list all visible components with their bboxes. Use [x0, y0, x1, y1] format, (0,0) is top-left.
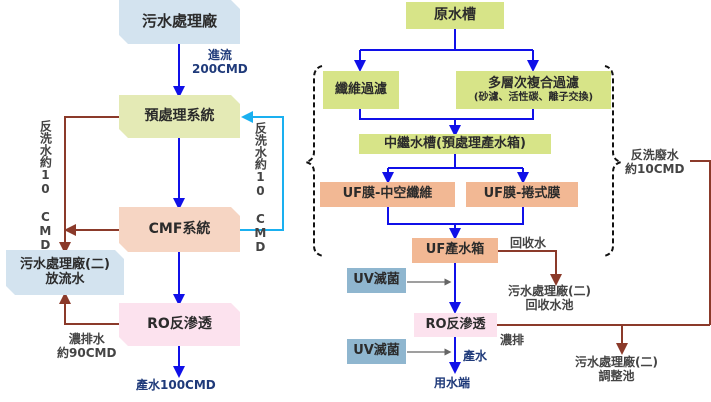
inflow-title: 進流 — [207, 48, 232, 62]
uv1-label: UV滅菌 — [353, 272, 400, 288]
uf-hollow-label: UF膜-中空纖維 — [342, 186, 433, 202]
inflow-value: 200CMD — [192, 62, 248, 77]
reclaim-dest-line2: 回收水池 — [525, 298, 574, 313]
reclaim-destination: 污水處理廠(二)回收水池 — [508, 284, 591, 313]
arrow-ro-concentrate — [59, 292, 119, 325]
arrow-pretreat-backwash — [59, 116, 119, 254]
reclaim-dest-line1: 污水處理廠(二) — [508, 284, 591, 298]
relay-tank-box: 中繼水槽(預處理產水箱) — [359, 134, 551, 154]
ro-box-left: RO反滲透 — [119, 303, 240, 346]
product-label-right: 產水 — [463, 349, 488, 363]
discharge-line1: 污水處理廠(二) — [20, 256, 110, 272]
line-backwash-waste — [690, 160, 711, 325]
line-uf-merge — [387, 207, 524, 225]
uv2-label: UV滅菌 — [353, 343, 400, 359]
multi-filter-box: 多層次複合過濾(砂濾、活性碳、離子交換) — [456, 71, 611, 109]
uf-tank-label: UF產水箱 — [425, 242, 485, 258]
multi-filter-sub: (砂濾、活性碳、離子交換) — [473, 91, 594, 103]
line-merge — [359, 109, 534, 120]
relay-tank-label: 中繼水槽(預處理產水箱) — [384, 135, 526, 151]
pretreatment-label: 預處理系統 — [144, 108, 215, 125]
concentrate-label: 濃排水約90CMD — [57, 332, 116, 361]
ro-box-right: RO反滲透 — [414, 313, 497, 337]
ro-label-left: RO反滲透 — [147, 316, 212, 333]
fiber-filter-label: 纖維過濾 — [334, 81, 387, 97]
product-label-left: 產水100CMD — [136, 378, 216, 392]
backwash-waste-value: 約10CMD — [625, 162, 685, 177]
right-brace — [603, 65, 622, 257]
concentrate-value: 約90CMD — [57, 346, 117, 361]
arrow-reclaim — [498, 250, 562, 286]
uf-tank-box: UF產水箱 — [412, 238, 498, 263]
uf-spiral-label: UF膜-捲式膜 — [483, 186, 561, 202]
concentrate-title: 濃排水 — [68, 332, 105, 346]
raw-tank-box: 原水槽 — [406, 2, 504, 29]
adjust-destination: 污水處理廠(二)調整池 — [575, 355, 658, 384]
arrow-cmf-backwash — [240, 111, 284, 231]
end-use-label: 用水端 — [434, 376, 471, 390]
backwash-right-label: 反洗水約10 CMD — [253, 122, 268, 254]
discharge-box: 污水處理廠(二)放流水 — [6, 250, 124, 295]
uv-sterilizer-2: UV滅菌 — [347, 339, 406, 364]
sewage-plant-label: 污水處理廠 — [141, 12, 217, 31]
adjust-dest-line2: 調整池 — [598, 369, 635, 384]
ro-label-right: RO反滲透 — [425, 316, 486, 332]
sewage-plant-box: 污水處理廠 — [119, 0, 240, 44]
reclaim-label: 回收水 — [510, 236, 547, 250]
backwash-waste-label: 反洗廢水約10CMD — [625, 148, 684, 177]
cmf-box: CMF系統 — [119, 207, 240, 252]
concentrate-label-right: 濃排 — [500, 333, 525, 347]
uv-sterilizer-1: UV滅菌 — [347, 268, 406, 293]
fiber-filter-box: 纖維過濾 — [323, 71, 399, 109]
backwash-left-label: 反洗水約10 CMD — [38, 120, 53, 252]
multi-filter-label: 多層次複合過濾 — [487, 75, 579, 91]
discharge-line2: 放流水 — [45, 271, 85, 287]
pretreatment-box: 預處理系統 — [119, 95, 240, 138]
cmf-label: CMF系統 — [148, 221, 211, 238]
left-brace — [305, 65, 324, 257]
adjust-dest-line1: 污水處理廠(二) — [575, 355, 658, 369]
uf-hollow-box: UF膜-中空纖維 — [320, 182, 455, 207]
uf-spiral-box: UF膜-捲式膜 — [466, 182, 578, 207]
backwash-waste-title: 反洗廢水 — [630, 148, 679, 162]
raw-tank-label: 原水槽 — [434, 7, 476, 24]
